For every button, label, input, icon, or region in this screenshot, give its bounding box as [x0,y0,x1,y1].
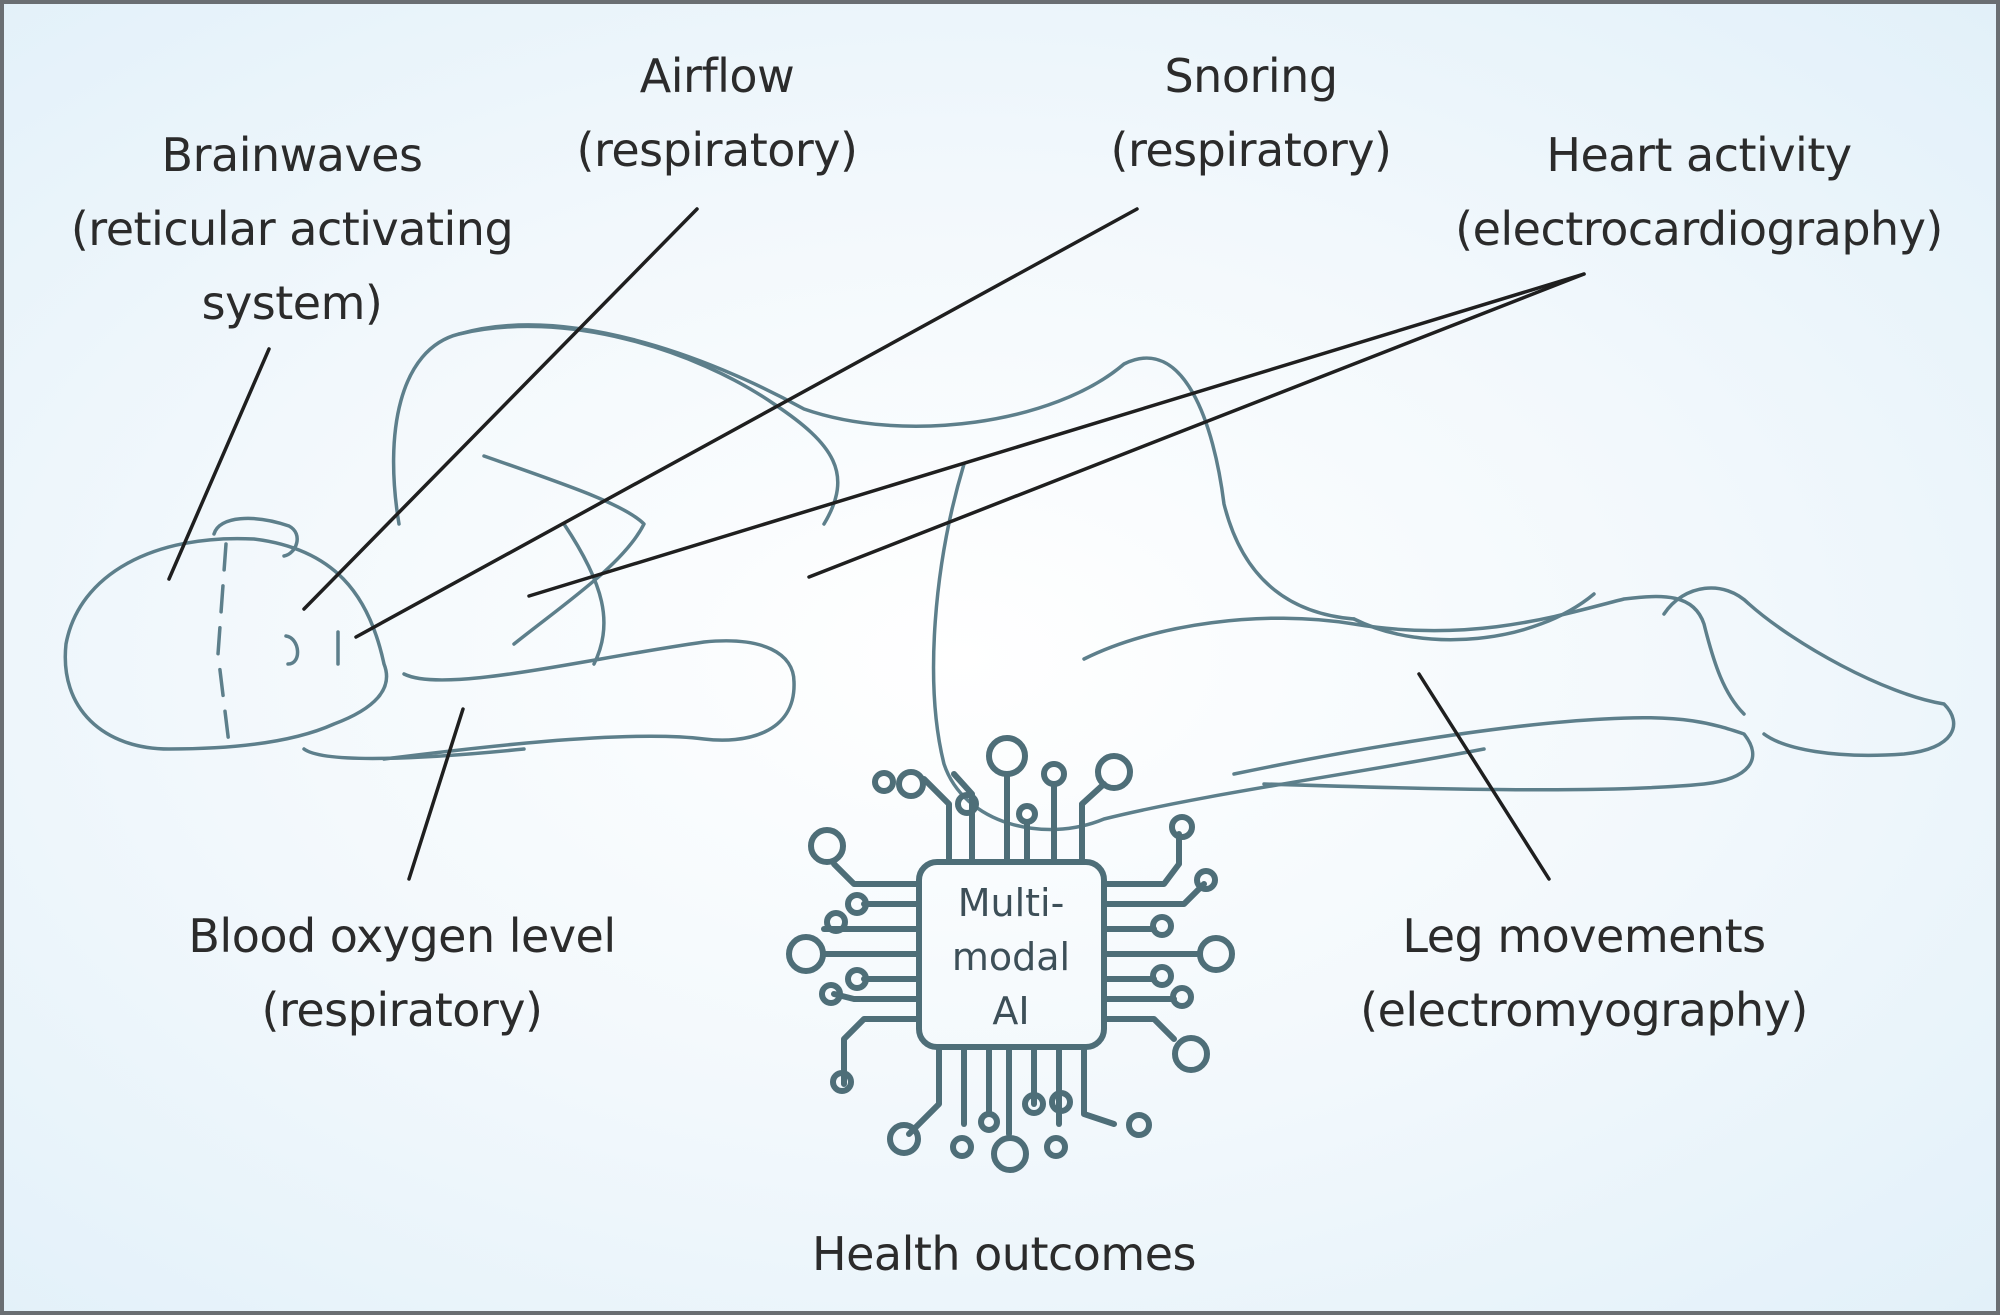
ai-chip-icon [786,735,1235,1173]
brainwaves-title: Brainwaves [161,128,423,182]
airflow-pointer [302,207,699,611]
sleeping-person-outline [63,323,1956,832]
chip-label-line1: Multi- [957,881,1065,925]
nose-mark [284,634,300,666]
brainwaves-subtitle-line2: system) [201,276,383,330]
brainwaves-subtitle-line1: (reticular activating [70,202,514,256]
chip-label-line3: AI [992,989,1030,1033]
leg-movements-label: Leg movements (electromyography) [1360,899,1808,1047]
heart-activity-label: Heart activity (electrocardiography) [1455,118,1943,266]
brainwaves-label: Brainwaves (reticular activating system) [70,118,514,340]
blood-oxygen-label: Blood oxygen level (respiratory) [188,899,616,1047]
heart-pointer-lower [807,272,1586,579]
lower-arm [302,747,526,761]
figure-artwork [63,207,1956,1173]
hip-line [931,462,1486,832]
back-line [457,323,1356,621]
brainwaves-pointer [167,347,271,581]
leg-pointer [1417,672,1551,881]
snoring-pointer [354,207,1139,639]
airflow-subtitle: (respiratory) [576,123,858,177]
top-foot [1662,586,1956,758]
torso-front [382,639,796,761]
heart-activity-subtitle: (electrocardiography) [1455,202,1943,256]
snoring-label: Snoring (respiratory) [1111,39,1392,187]
heart-activity-title: Heart activity [1546,128,1852,182]
heart-pointer-upper [527,272,1586,598]
ear-outline [212,516,299,558]
leg-movements-subtitle: (electromyography) [1360,983,1808,1037]
blood-oxygen-pointer [407,707,465,881]
head-outline [63,536,389,751]
thigh-upper [1082,594,1746,716]
inner-arm [482,454,646,646]
face-mask-dashed [216,542,231,746]
leg-movements-title: Leg movements [1402,909,1766,963]
airflow-label: Airflow (respiratory) [577,39,858,187]
health-outcomes-label: Health outcomes [811,1227,1197,1281]
snoring-subtitle: (respiratory) [1110,123,1392,177]
chest-line [562,522,606,666]
pointer-lines [167,207,1586,881]
upper-leg-fold [1352,592,1596,642]
airflow-title: Airflow [639,49,795,103]
lower-leg [1232,715,1755,792]
blood-oxygen-title: Blood oxygen level [188,909,616,963]
chip-label-line2: modal [951,935,1071,979]
blood-oxygen-subtitle: (respiratory) [261,983,543,1037]
snoring-title: Snoring [1164,49,1338,103]
